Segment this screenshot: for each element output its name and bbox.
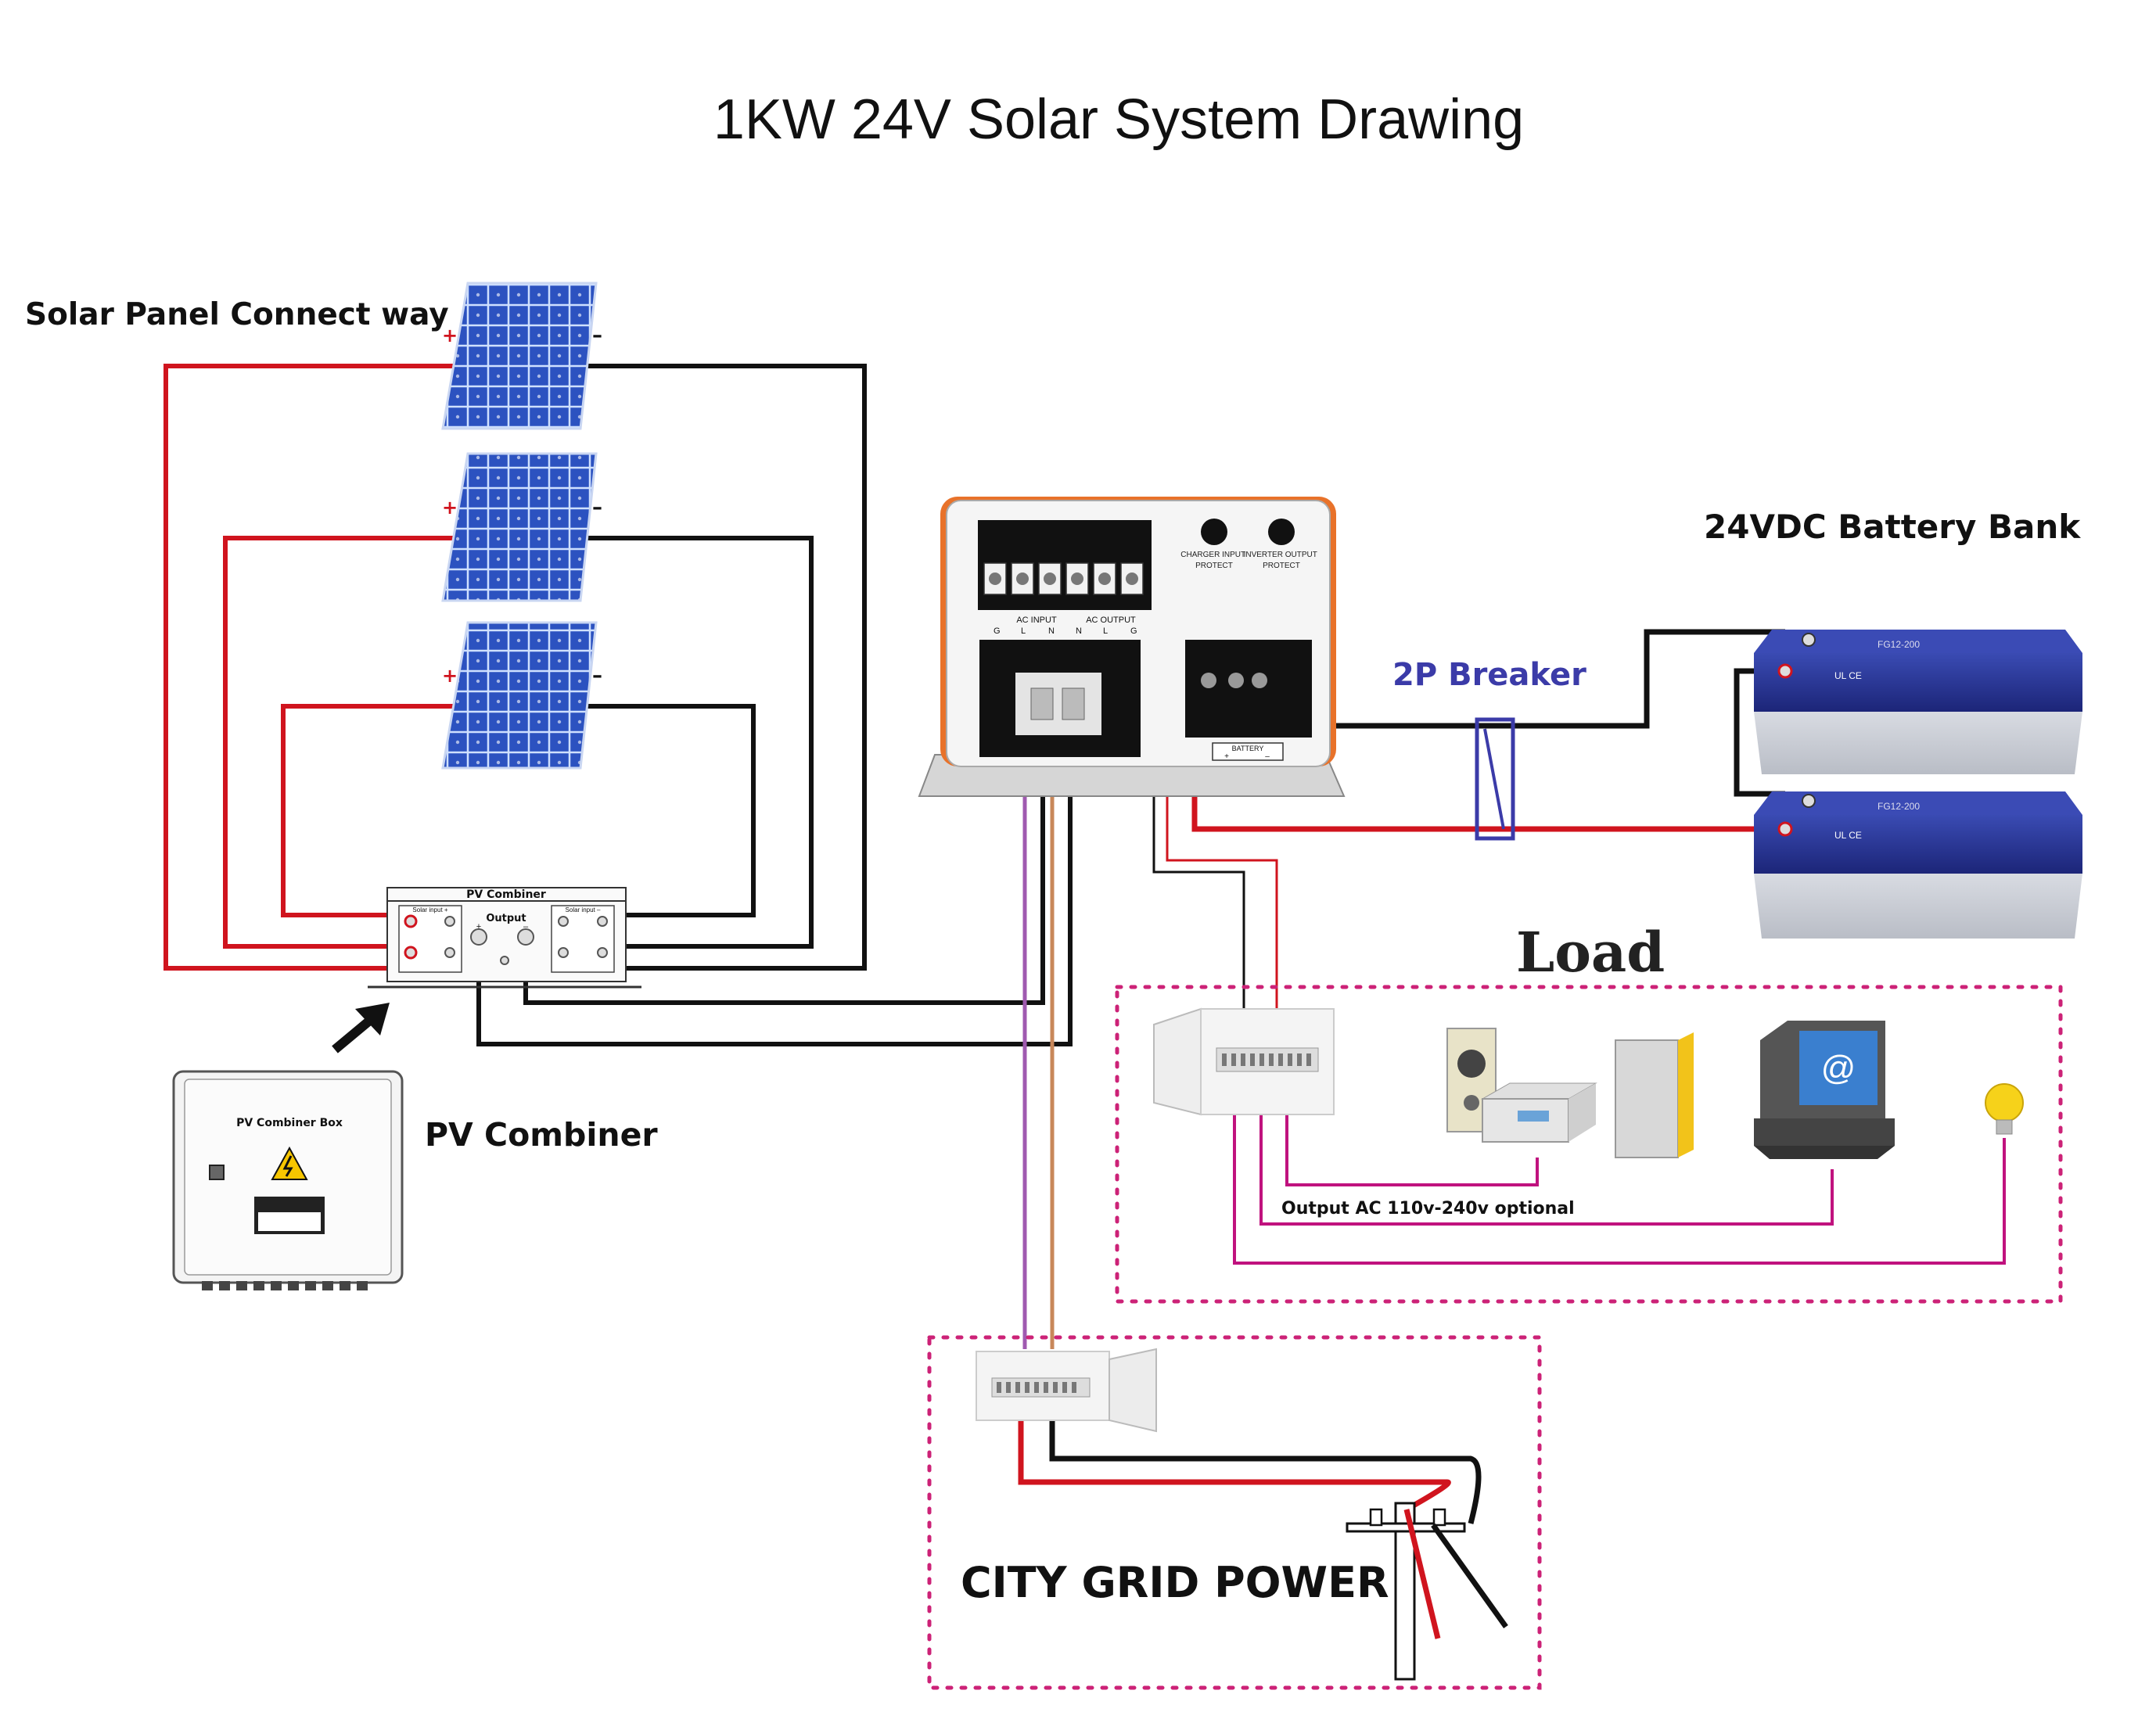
load-distribution-panel [1153, 1007, 1335, 1116]
combiner-output: Output [486, 913, 526, 924]
load-wire-bulb [1233, 1109, 2006, 1265]
solar-panel-1: + – [441, 282, 602, 430]
battery1-ce: UL CE [1834, 670, 1862, 681]
svg-text:@: @ [1821, 1049, 1856, 1087]
panel3-positive-wire [281, 704, 454, 917]
panel1-minus: – [592, 324, 602, 347]
pv-combiner-label: PV Combiner [425, 1116, 658, 1154]
battery-bank-label: 24VDC Battery Bank [1704, 508, 2081, 546]
battery-port-plus: + [1224, 752, 1229, 761]
inverter: AC INPUT AC OUTPUT G L N N L G CHARGER I… [918, 497, 1346, 797]
panel3-minus: – [592, 664, 602, 687]
2p-breaker [1475, 717, 1515, 841]
grid-region [927, 1335, 1542, 1690]
computer-icon: @ [1754, 1021, 1895, 1159]
load-wire-stereo [1285, 1109, 1539, 1186]
panel2-positive-wire [223, 536, 454, 949]
panel3-plus: + [442, 665, 458, 687]
stereo-icon [1481, 1032, 1694, 1158]
solar-panel-icon [441, 452, 598, 602]
pv-combiner-open: PV Combiner Solar input + Solar input – … [368, 887, 641, 989]
combiner-box-label: PV Combiner Box [236, 1117, 343, 1129]
load-region [1115, 985, 2063, 1304]
panel1-plus: + [442, 325, 458, 346]
charger-protect-label: CHARGER INPUT PROTECT [1180, 551, 1247, 570]
solar-panel-2: + – [441, 452, 602, 602]
ac-output-label: AC OUTPUT [1086, 616, 1136, 625]
page-title: 1KW 24V Solar System Drawing [713, 88, 1524, 151]
load-wire-computer [1259, 1109, 1834, 1226]
output-ac-label: Output AC 110v-240v optional [1281, 1199, 1575, 1219]
combiner-input-minus: Solar input – [566, 906, 601, 913]
combiner-out-minus: – [523, 922, 529, 931]
battery-port-label: BATTERY [1232, 745, 1264, 752]
grid-red-wire [1018, 1420, 1451, 1513]
panel1-positive-wire [163, 364, 454, 971]
ac-terminal-labels: G L N N L G [994, 626, 1137, 636]
panel1-negative-wire [579, 364, 867, 971]
grid-breaker-panel [976, 1348, 1157, 1433]
battery1-model: FG12-200 [1878, 639, 1920, 650]
battery-port-minus: – [1265, 752, 1270, 761]
warning-icon [271, 1146, 308, 1180]
panel3-negative-wire [579, 704, 756, 917]
battery-1: FG12-200 UL CE [1754, 630, 2082, 774]
utility-pole-icon [1346, 1502, 1508, 1681]
load-wiring [1233, 1109, 2006, 1265]
solar-panel-icon [441, 621, 598, 770]
inverter-protect-label: INVERTER OUTPUT PROTECT [1244, 551, 1320, 570]
charger-protect-knob [1201, 519, 1227, 545]
inverter-protect-knob [1268, 519, 1295, 545]
grid-black-wire [1049, 1420, 1482, 1524]
pv-combiner-box: PV Combiner Box [172, 1070, 404, 1290]
light-bulb-icon [1985, 1083, 2024, 1135]
battery2-ce: UL CE [1834, 830, 1862, 841]
combiner-input-plus: Solar input + [412, 906, 447, 913]
combiner-header: PV Combiner [466, 888, 546, 901]
ac-input-label: AC INPUT [1016, 616, 1057, 625]
breaker-label: 2P Breaker [1392, 657, 1586, 693]
solar-panel-icon [441, 282, 598, 430]
combiner-out-plus: + [476, 922, 481, 931]
load-label: Load [1516, 920, 1665, 985]
panel2-plus: + [442, 497, 458, 519]
panel2-minus: – [592, 496, 602, 519]
solar-panel-3: + – [441, 621, 602, 770]
battery-2: FG12-200 UL CE [1754, 791, 2082, 939]
battery2-model: FG12-200 [1878, 801, 1920, 812]
city-grid-label: CITY GRID POWER [961, 1558, 1389, 1607]
panel2-negative-wire [579, 536, 814, 949]
combiner-arrow [332, 1003, 390, 1053]
solar-panel-label: Solar Panel Connect way [25, 297, 449, 332]
